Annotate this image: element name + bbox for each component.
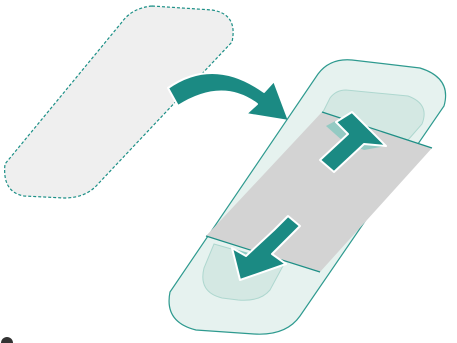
curved-arrow-icon [168,73,289,121]
edge-marker [1,337,13,343]
backing-paper [5,6,233,198]
bandage [169,60,446,334]
